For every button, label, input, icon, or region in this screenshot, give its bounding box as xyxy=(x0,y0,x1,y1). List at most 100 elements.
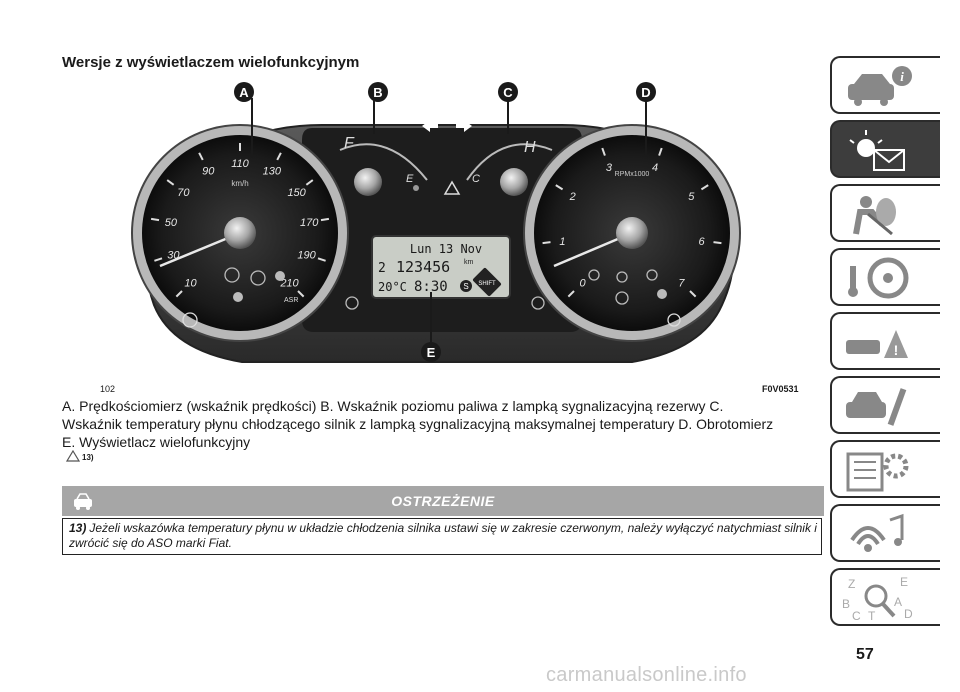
speedometer-tick-mark xyxy=(305,179,314,186)
callout-b-badge xyxy=(368,82,388,102)
tachometer-ticks: 0 1 2 3 4 5 6 7 xyxy=(542,147,722,298)
speedometer-tick-mark xyxy=(175,290,183,298)
warning-text: Jeżeli wskazówka temperatury płynu w ukł… xyxy=(69,521,817,550)
fuel-pump-icon xyxy=(667,313,681,327)
display-trip: 2 xyxy=(378,261,386,276)
tachometer-tick-label: 5 xyxy=(688,191,695,203)
display-shift: SHIFT xyxy=(478,281,496,287)
speedometer-tick-label: 10 xyxy=(184,277,197,289)
warning-lights-icon xyxy=(849,130,905,171)
tab-safety[interactable] xyxy=(830,184,940,242)
tachometer-tick-mark xyxy=(555,184,564,191)
turn-left-icon xyxy=(422,120,438,132)
tab-emergency[interactable]: ! xyxy=(830,312,940,370)
temp-hot-label: H xyxy=(524,139,536,156)
maintenance-icon xyxy=(846,388,907,426)
tachometer-tick-label: 3 xyxy=(606,162,613,174)
tachometer-tick-label: 0 xyxy=(579,277,586,289)
multimedia-icon xyxy=(850,513,904,552)
warning-number: 13) xyxy=(69,521,87,535)
callout-e-badge xyxy=(421,342,441,362)
tab-car-info[interactable]: i xyxy=(830,56,940,114)
tachometer-tick-label: 7 xyxy=(678,277,685,289)
temp-gauge-hub xyxy=(500,168,528,196)
temp-cold-label: C xyxy=(472,173,480,185)
svg-text:i: i xyxy=(900,69,904,84)
speedometer-tick-label: 110 xyxy=(231,158,249,170)
speedometer-tick-mark xyxy=(154,257,163,262)
car-info-icon: i xyxy=(848,66,912,106)
speedometer-tick-mark xyxy=(317,257,326,262)
display-temperature: 20°C xyxy=(378,280,407,294)
svg-text:T: T xyxy=(868,609,876,622)
warning-triangle-icon xyxy=(66,450,80,462)
watermark: carmanualsonline.info xyxy=(546,664,747,686)
warning-body: 13)Jeżeli wskazówka temperatury płynu w … xyxy=(62,518,822,555)
svg-text:D: D xyxy=(904,607,913,621)
asr-off-icon: ASR xyxy=(284,297,298,304)
reference-link[interactable]: 13) xyxy=(82,453,94,462)
cruise-control-icon xyxy=(182,312,198,328)
speedometer-tick-label: 150 xyxy=(287,187,306,199)
tachometer-tick-label: 4 xyxy=(652,162,658,174)
callout-a: A xyxy=(239,85,249,100)
figure-caption: A. Prędkościomierz (wskaźnik prędkości) … xyxy=(62,398,774,450)
fuel-gauge-hub xyxy=(354,168,382,196)
callout-c-badge xyxy=(498,82,518,102)
brake-warning-icon xyxy=(250,270,266,286)
warning-title: OSTRZEŻENIE xyxy=(391,493,495,509)
emergency-icon: ! xyxy=(846,330,908,358)
speedometer-tick-label: 90 xyxy=(202,166,215,178)
display-eco-badge: S xyxy=(463,282,468,291)
fuel-full-label: F xyxy=(344,135,355,152)
callout-b: B xyxy=(373,85,382,100)
speedometer-tick-label: 130 xyxy=(263,166,282,178)
svg-text:C: C xyxy=(852,609,861,622)
section-title: Wersje z wyświetlaczem wielofunkcyjnym xyxy=(62,54,360,71)
fog-light-icon xyxy=(345,296,359,310)
tachometer-tick-mark xyxy=(567,290,575,298)
speedometer-tick-mark xyxy=(297,290,305,298)
display-time: 8:30 xyxy=(414,279,448,295)
abs-warning-icon xyxy=(224,267,240,283)
callout-a-badge xyxy=(234,82,254,102)
tachometer-tick-mark xyxy=(542,241,551,245)
glow-plug-icon xyxy=(646,269,658,281)
speedometer-unit: km/h xyxy=(231,179,248,188)
tachometer-tick-label: 6 xyxy=(698,236,705,248)
tab-index[interactable]: Z E B C A D T xyxy=(830,568,940,626)
speedometer-hub xyxy=(224,217,256,249)
figure-code: F0V0531 xyxy=(762,384,799,394)
battery-warning-icon xyxy=(588,269,600,281)
tachometer-tick-label: 2 xyxy=(569,191,576,203)
tab-starting-driving[interactable] xyxy=(830,248,940,306)
page-number: 57 xyxy=(856,646,874,663)
tab-technical-data[interactable] xyxy=(830,440,940,498)
tachometer-tick-label: 1 xyxy=(559,236,565,248)
esp-icon xyxy=(275,271,285,281)
rear-fog-icon xyxy=(531,296,545,310)
reference-note[interactable]: 13) xyxy=(66,450,94,462)
svg-text:A: A xyxy=(894,595,902,609)
callout-d-badge xyxy=(636,82,656,102)
speedometer-tick-mark xyxy=(166,179,175,186)
eco-badge-icon xyxy=(460,280,472,292)
callout-c: C xyxy=(503,85,513,100)
turn-right-icon xyxy=(456,120,472,132)
tachometer-tick-mark xyxy=(601,147,606,156)
tab-multimedia[interactable] xyxy=(830,504,940,562)
starting-driving-icon xyxy=(848,257,909,299)
index-icon: Z E B C A D T xyxy=(842,575,913,622)
warning-header: OSTRZEŻENIE xyxy=(62,486,824,516)
tpms-icon xyxy=(615,291,629,305)
tachometer-unit: RPMx1000 xyxy=(615,171,650,178)
speedometer-tick-mark xyxy=(276,152,282,161)
tab-maintenance[interactable] xyxy=(830,376,940,434)
tab-warning-lights[interactable] xyxy=(830,120,940,178)
speedometer-tick-label: 210 xyxy=(279,277,299,289)
oil-pressure-icon xyxy=(616,271,628,283)
tachometer-tick-mark xyxy=(658,147,663,156)
technical-data-icon xyxy=(846,452,909,492)
